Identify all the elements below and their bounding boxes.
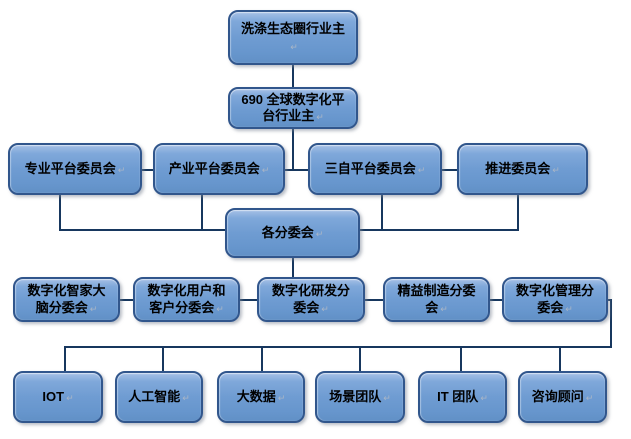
node-team-scenario: 场景团队↵ bbox=[315, 371, 405, 423]
return-mark-icon: ↵ bbox=[440, 303, 448, 314]
node-committee-industry-label: 产业平台委员会↵ bbox=[168, 160, 270, 176]
connector-row3-link-2 bbox=[285, 169, 308, 171]
node-team-iot-label: IOT↵ bbox=[42, 388, 74, 404]
connector-row3-link-1 bbox=[142, 169, 153, 171]
node-sub-users-customers: 数字化用户和客户分委会↵ bbox=[133, 277, 240, 322]
return-mark-icon: ↵ bbox=[117, 164, 126, 175]
node-sub-lean-manufacturing-label: 精益制造分委会↵ bbox=[397, 283, 476, 315]
connector-row3-link-3 bbox=[442, 169, 457, 171]
node-subcommittees-hub-label: 各分委会↵ bbox=[261, 224, 324, 240]
connector-rail-teams bbox=[64, 346, 612, 348]
node-team-consultant-label: 咨询顾问↵ bbox=[531, 388, 594, 404]
connector-stub-consultant bbox=[559, 346, 561, 372]
connector-owner-down bbox=[292, 128, 294, 171]
return-mark-icon: ↵ bbox=[182, 392, 190, 403]
node-team-it: IT 团队↵ bbox=[418, 371, 507, 423]
return-mark-icon: ↵ bbox=[316, 112, 324, 122]
node-root: 洗涤生态圈行业主↵ bbox=[228, 10, 358, 65]
node-sub-management: 数字化管理分委会↵ bbox=[502, 277, 608, 322]
connector-elbow-side bbox=[610, 299, 612, 348]
node-committee-promotion: 推进委员会↵ bbox=[457, 143, 588, 195]
connector-drop-promotion bbox=[517, 195, 519, 231]
node-team-consultant: 咨询顾问↵ bbox=[518, 371, 607, 423]
node-team-it-label: IT 团队↵ bbox=[437, 388, 488, 404]
node-committee-sanzi: 三自平台委员会↵ bbox=[308, 143, 442, 195]
return-mark-icon: ↵ bbox=[216, 303, 224, 314]
node-committee-promotion-label: 推进委员会↵ bbox=[485, 160, 560, 176]
connector-rail-hub-right bbox=[359, 229, 519, 231]
return-mark-icon: ↵ bbox=[585, 392, 594, 403]
node-platform-owner-label: 690 全球数字化平台行业主↵ bbox=[241, 91, 345, 123]
node-team-iot: IOT↵ bbox=[13, 371, 103, 423]
return-mark-icon: ↵ bbox=[552, 164, 560, 175]
connector-row5-link-1 bbox=[120, 299, 133, 301]
connector-drop-professional bbox=[59, 195, 61, 231]
node-team-big-data-label: 大数据↵ bbox=[236, 388, 286, 404]
return-mark-icon: ↵ bbox=[321, 303, 329, 314]
connector-drop-sanzi bbox=[381, 195, 383, 231]
connector-stub-iot bbox=[64, 346, 66, 372]
node-committee-professional: 专业平台委员会↵ bbox=[8, 143, 142, 195]
return-mark-icon: ↵ bbox=[315, 228, 324, 239]
node-team-ai-label: 人工智能↵ bbox=[128, 388, 190, 404]
return-mark-icon: ↵ bbox=[290, 41, 298, 52]
connector-stub-bigdata bbox=[261, 346, 263, 372]
node-committee-sanzi-label: 三自平台委员会↵ bbox=[324, 160, 426, 176]
connector-elbow-top bbox=[606, 299, 612, 301]
node-root-label: 洗涤生态圈行业主↵ bbox=[240, 21, 345, 52]
connector-drop-industry bbox=[201, 195, 203, 231]
connector-stub-it bbox=[460, 346, 462, 372]
connector-rail-hub-left bbox=[59, 229, 227, 231]
connector-stub-scenario bbox=[359, 346, 361, 372]
node-team-ai: 人工智能↵ bbox=[115, 371, 203, 423]
node-team-big-data: 大数据↵ bbox=[217, 371, 305, 423]
node-subcommittees-hub: 各分委会↵ bbox=[225, 208, 360, 258]
return-mark-icon: ↵ bbox=[565, 303, 573, 314]
return-mark-icon: ↵ bbox=[261, 164, 270, 175]
return-mark-icon: ↵ bbox=[383, 392, 391, 403]
node-sub-smart-home-brain: 数字化智家大脑分委会↵ bbox=[13, 277, 120, 322]
connector-row5-link-2 bbox=[240, 299, 257, 301]
node-team-scenario-label: 场景团队↵ bbox=[329, 388, 391, 404]
connector-row5-link-4 bbox=[490, 299, 502, 301]
node-sub-rnd: 数字化研发分委会↵ bbox=[257, 277, 365, 322]
connector-hub-down bbox=[292, 258, 294, 278]
connector-root-to-owner bbox=[292, 65, 294, 88]
node-sub-management-label: 数字化管理分委会↵ bbox=[515, 283, 594, 315]
node-platform-owner: 690 全球数字化平台行业主↵ bbox=[228, 87, 358, 129]
node-committee-professional-label: 专业平台委员会↵ bbox=[24, 160, 126, 176]
node-sub-smart-home-brain-label: 数字化智家大脑分委会↵ bbox=[27, 283, 106, 315]
return-mark-icon: ↵ bbox=[277, 392, 286, 403]
node-committee-industry: 产业平台委员会↵ bbox=[153, 143, 285, 195]
connector-row5-link-3 bbox=[365, 299, 383, 301]
node-sub-lean-manufacturing: 精益制造分委会↵ bbox=[383, 277, 490, 322]
node-sub-rnd-label: 数字化研发分委会↵ bbox=[271, 283, 350, 315]
return-mark-icon: ↵ bbox=[480, 392, 488, 403]
return-mark-icon: ↵ bbox=[89, 303, 98, 314]
return-mark-icon: ↵ bbox=[66, 392, 74, 403]
return-mark-icon: ↵ bbox=[417, 164, 426, 175]
node-sub-users-customers-label: 数字化用户和客户分委会↵ bbox=[147, 283, 226, 315]
connector-stub-ai bbox=[162, 346, 164, 372]
